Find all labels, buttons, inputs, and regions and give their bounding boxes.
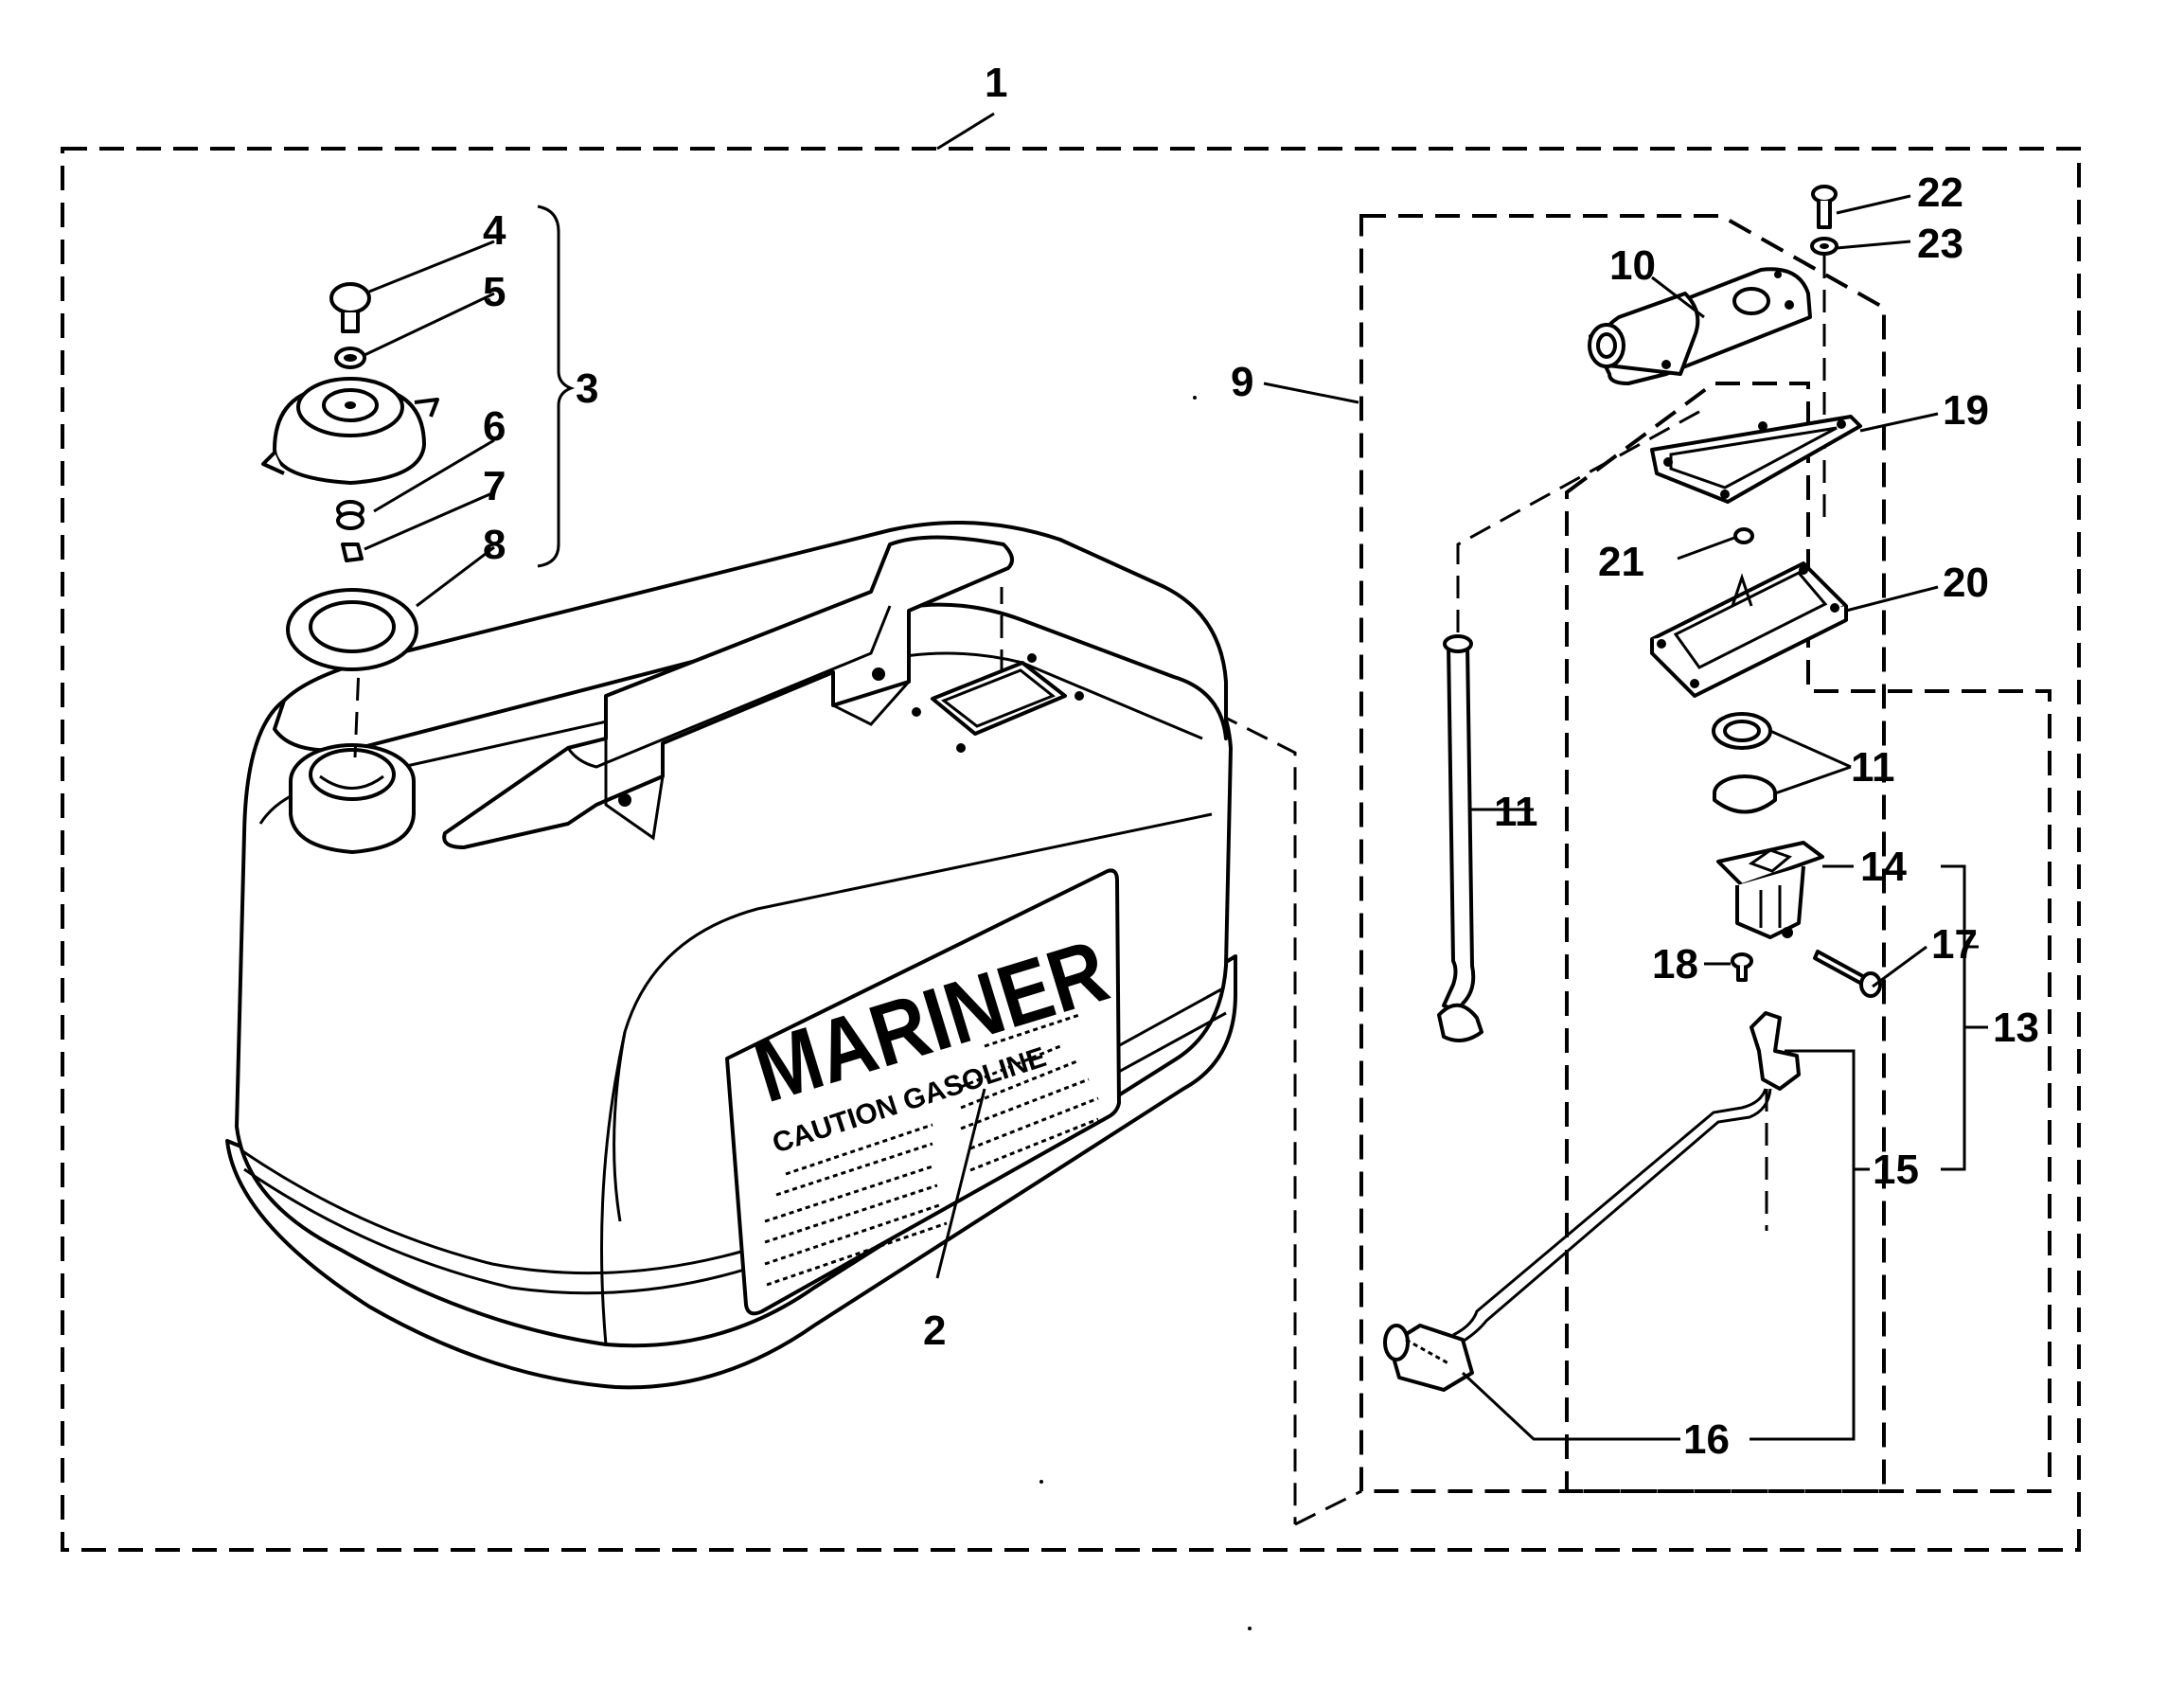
sender-mount-plate [912,587,1084,753]
vent-7 [341,543,364,562]
scan-speck [1039,1480,1043,1484]
scan-speck [1248,1627,1252,1630]
pickup-tube-lead [1456,407,1705,632]
callout-10: 10 [1609,242,1656,289]
fuel-connector-10 [1588,267,1812,385]
pin-17 [1813,950,1882,998]
callout-6: 6 [483,403,506,450]
callout-23: 23 [1917,221,1963,267]
float-arm-15 [1452,1011,1801,1346]
pickup-tube-11 [1437,407,1705,1042]
spring-6 [336,500,364,530]
callout-18: 18 [1652,941,1698,987]
assembly-boundary [61,147,2081,1552]
callout-14: 14 [1860,844,1907,890]
callout-labels: 1 2 3 4 5 6 7 8 9 10 11 11 13 14 15 16 1… [483,60,2039,1463]
callout-19: 19 [1943,387,1989,434]
scan-speck [1193,396,1197,400]
float-16 [1383,1324,1474,1392]
gauge-lead-line-tail [1294,1489,1362,1526]
callout-2: 2 [923,1308,946,1354]
washer-23 [1810,237,1838,256]
float-arm-bracket-14 [1716,841,1824,939]
callout-21: 21 [1598,539,1644,585]
callout-1: 1 [985,60,1007,106]
sender-assembly-boundary [1565,382,2052,1493]
callout-13: 13 [1993,1005,2039,1051]
callout-20: 20 [1943,560,1989,606]
fuel-cap [261,377,439,485]
callout-7: 7 [483,463,506,509]
callout-15: 15 [1873,1147,1919,1193]
callout-16: 16 [1683,1416,1730,1463]
plug-21 [1733,527,1754,544]
callout-4: 4 [483,207,506,254]
washer-5 [334,347,366,369]
callout-3: 3 [576,365,598,412]
cap-11 [1713,774,1777,814]
gasket-8 [286,588,418,671]
leader-lines [364,112,1988,1441]
seal-11 [1712,712,1772,750]
screw-22 [1811,185,1838,229]
tank-handle [442,535,1014,849]
sender-plate-20 [1650,561,1848,698]
callout-8: 8 [483,522,506,568]
gauge-assembly-boundary [1359,214,1886,1493]
decal-fine-print [764,1013,1099,1287]
screw-18 [1731,952,1753,982]
callout-11-seal: 11 [1851,744,1895,791]
callout-5: 5 [483,269,506,315]
callout-9: 9 [1231,359,1253,405]
group-brace-3 [537,205,576,568]
gasket-19 [1650,415,1862,504]
callout-22: 22 [1917,169,1963,216]
cap-screw-4 [329,282,371,333]
callout-17: 17 [1931,921,1978,968]
callout-11-tube: 11 [1494,789,1538,835]
filler-neck [289,643,416,854]
